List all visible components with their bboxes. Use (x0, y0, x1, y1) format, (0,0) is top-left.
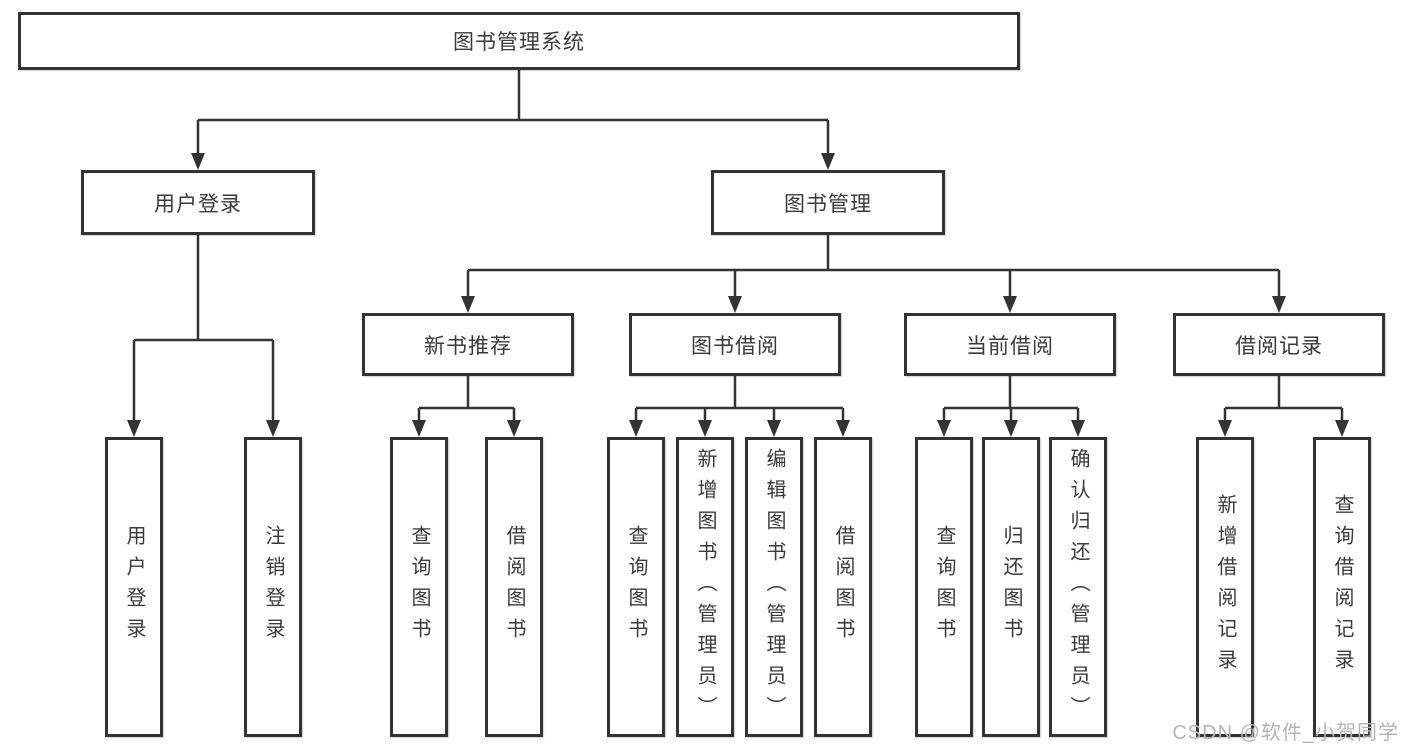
connector-root-to-level2 (191, 70, 835, 170)
arrow-down-icon (937, 420, 951, 437)
leaf-query-book-borrow: 查询图书 (607, 437, 665, 737)
leaf-add-borrow-record: 新增借阅记录 (1196, 437, 1254, 737)
connector-user-login-to-leaves (127, 235, 280, 437)
watermark: CSDN @软件_小贺同学 (1172, 722, 1399, 744)
leaf-edit-book-admin-label: 编辑图书（管理员） (763, 447, 785, 727)
node-root-label: 图书管理系统 (453, 31, 585, 54)
connector-borrow-records-to-leaves (1218, 376, 1349, 437)
leaf-confirm-return-admin-label: 确认归还（管理员） (1067, 447, 1089, 727)
arrow-down-icon (1071, 420, 1085, 437)
arrow-down-icon (507, 420, 521, 437)
arrow-down-icon (728, 296, 742, 313)
leaf-borrow-book-recommend: 借阅图书 (485, 437, 543, 737)
arrow-down-icon (1272, 296, 1286, 313)
node-book-borrow-label: 图书借阅 (691, 334, 779, 358)
node-book-management: 图书管理 (711, 170, 945, 235)
node-user-login-label: 用户登录 (154, 192, 242, 216)
leaf-user-login-label: 用户登录 (123, 525, 145, 649)
node-current-borrow-label: 当前借阅 (966, 334, 1054, 358)
arrow-down-icon (767, 420, 781, 437)
arrow-down-icon (1004, 420, 1018, 437)
leaf-add-book-admin: 新增图书（管理员） (676, 437, 734, 737)
node-borrow-records: 借阅记录 (1173, 313, 1385, 376)
connector-book-borrow-to-leaves (629, 376, 850, 437)
leaf-query-borrow-record: 查询借阅记录 (1313, 437, 1371, 737)
arrow-down-icon (1218, 420, 1232, 437)
leaf-return-book-label: 归还图书 (1000, 525, 1022, 649)
leaf-query-borrow-record-label: 查询借阅记录 (1331, 494, 1353, 680)
node-user-login: 用户登录 (81, 170, 315, 235)
node-book-management-label: 图书管理 (784, 192, 872, 216)
arrow-down-icon (412, 420, 426, 437)
arrow-down-icon (629, 420, 643, 437)
arrow-down-icon (461, 296, 475, 313)
leaf-add-borrow-record-label: 新增借阅记录 (1214, 494, 1236, 680)
arrow-down-icon (127, 420, 141, 437)
leaf-borrow-book-recommend-label: 借阅图书 (503, 525, 525, 649)
node-book-borrow: 图书借阅 (629, 313, 841, 376)
arrow-down-icon (1003, 296, 1017, 313)
leaf-logout-label: 注销登录 (262, 525, 284, 649)
leaf-borrow-book-label: 借阅图书 (832, 525, 854, 649)
leaf-edit-book-admin: 编辑图书（管理员） (745, 437, 803, 737)
connector-book-management-to-level3 (461, 235, 1286, 313)
arrow-down-icon (698, 420, 712, 437)
leaf-query-book-current-label: 查询图书 (933, 525, 955, 649)
arrow-down-icon (266, 420, 280, 437)
leaf-borrow-book: 借阅图书 (814, 437, 872, 737)
node-new-book-recommend: 新书推荐 (362, 313, 574, 376)
node-root: 图书管理系统 (18, 12, 1020, 70)
leaf-query-book-recommend-label: 查询图书 (408, 525, 430, 649)
node-borrow-records-label: 借阅记录 (1235, 334, 1323, 358)
node-current-borrow: 当前借阅 (904, 313, 1116, 376)
arrow-down-icon (821, 153, 835, 170)
arrow-down-icon (1335, 420, 1349, 437)
arrow-down-icon (191, 153, 205, 170)
leaf-add-book-admin-label: 新增图书（管理员） (694, 447, 716, 727)
leaf-user-login: 用户登录 (105, 437, 163, 737)
connector-new-book-recommend-to-leaves (412, 376, 521, 437)
connector-current-borrow-to-leaves (937, 376, 1085, 437)
leaf-query-book-recommend: 查询图书 (390, 437, 448, 737)
leaf-confirm-return-admin: 确认归还（管理员） (1049, 437, 1107, 737)
leaf-query-book-current: 查询图书 (915, 437, 973, 737)
node-new-book-recommend-label: 新书推荐 (424, 334, 512, 358)
leaf-return-book: 归还图书 (982, 437, 1040, 737)
leaf-query-book-borrow-label: 查询图书 (625, 525, 647, 649)
leaf-logout: 注销登录 (244, 437, 302, 737)
arrow-down-icon (836, 420, 850, 437)
